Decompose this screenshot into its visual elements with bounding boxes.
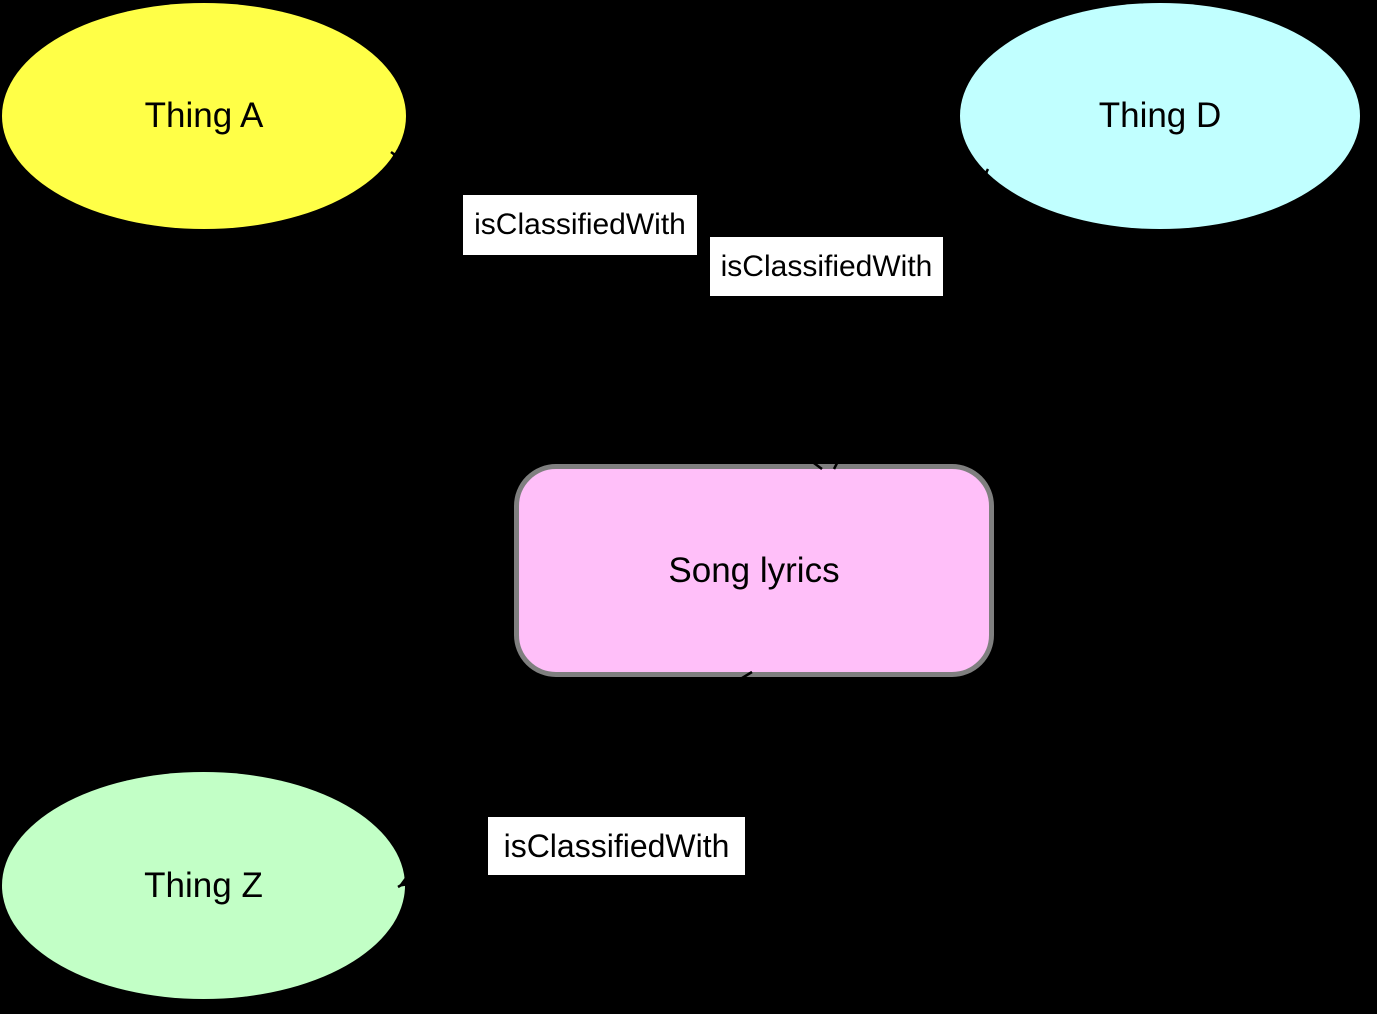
node-thing-a-label: Thing A [144, 96, 264, 135]
edge-label-thing-z[interactable]: isClassifiedWith [488, 817, 745, 875]
node-thing-z-label: Thing Z [144, 865, 263, 905]
edge-label-thing-a[interactable]: isClassifiedWith [463, 195, 697, 255]
node-thing-d-label: Thing D [1098, 96, 1222, 135]
node-thing-z[interactable]: Thing Z [2, 772, 405, 999]
node-song-lyrics[interactable]: Song lyrics [514, 464, 994, 677]
edge-label-thing-d-text: isClassifiedWith [720, 249, 933, 283]
edge-song-lyrics-thing-d [832, 168, 990, 470]
edge-label-thing-a-text: isClassifiedWith [474, 208, 686, 241]
node-thing-d[interactable]: Thing D [960, 3, 1360, 229]
edge-label-thing-d[interactable]: isClassifiedWith [710, 237, 943, 296]
node-thing-a[interactable]: Thing A [2, 3, 406, 229]
node-song-lyrics-label: Song lyrics [668, 550, 840, 590]
edge-label-thing-z-text: isClassifiedWith [503, 827, 730, 864]
